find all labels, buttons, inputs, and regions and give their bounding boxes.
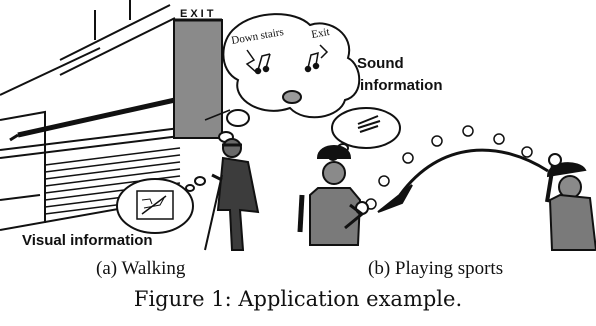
exit-sign-label: EXIT [180, 8, 216, 20]
speaker-icon [282, 90, 302, 104]
sound-thought-bubble [218, 13, 361, 143]
exit-label: Exit [310, 26, 330, 41]
visual-thought-bubble [116, 176, 206, 234]
subcaption-walking: (a) Walking [96, 258, 186, 279]
walking-scene [0, 0, 361, 251]
staircase-drawing [0, 0, 181, 231]
sports-scene [297, 107, 596, 251]
sound-information-line2: information [360, 77, 443, 94]
catcher-person [297, 145, 369, 246]
subcaption-playing-sports: (b) Playing sports [368, 258, 504, 279]
exit-door [173, 18, 231, 139]
figure-caption: Figure 1: Application example. [133, 287, 463, 311]
visual-information-label: Visual information [22, 232, 153, 249]
music-notes-icon [245, 44, 329, 75]
sound-information-line1: Sound [357, 55, 404, 72]
thrower-person [545, 153, 596, 251]
sound-information-label: Sound information [357, 55, 443, 94]
walking-person [204, 138, 260, 251]
throw-arrow [377, 148, 549, 213]
